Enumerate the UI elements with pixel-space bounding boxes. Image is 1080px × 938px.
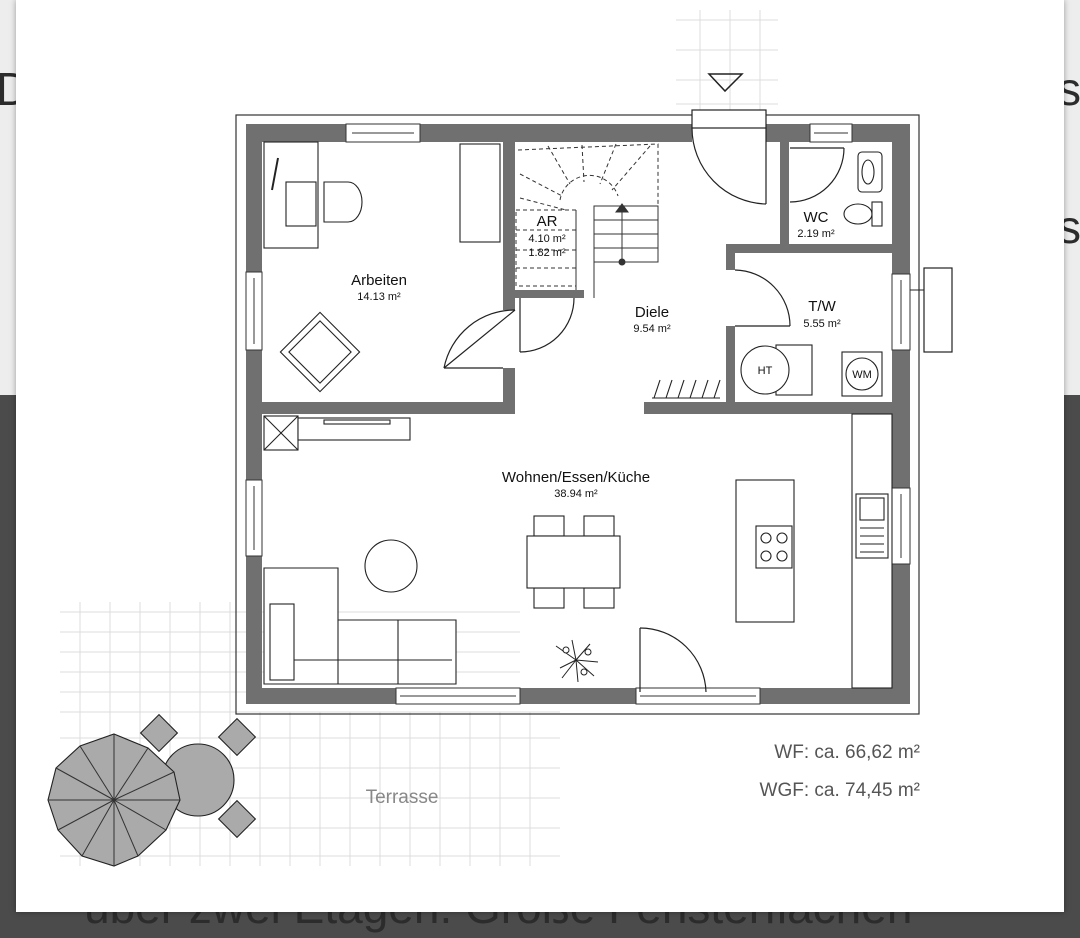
room-name-diele: Diele (635, 304, 669, 321)
room-name-wohnen: Wohnen/Essen/Küche (502, 469, 650, 486)
room-area-tw: 5.55 m² (803, 318, 841, 330)
coffee-table (364, 539, 418, 593)
room-name-arbeiten: Arbeiten (351, 272, 407, 289)
sofa (263, 567, 457, 685)
dining-chair (533, 587, 565, 609)
shelf (459, 143, 501, 243)
room-area-wohnen: 38.94 m² (554, 488, 598, 500)
doors (443, 109, 845, 693)
monitor (285, 181, 317, 227)
entrance-arrow-icon (707, 73, 744, 93)
dining-chair (583, 515, 615, 537)
gross-area-stat: WGF: ca. 74,45 m² (760, 780, 920, 801)
room-name-tw: T/W (808, 298, 836, 315)
toilet (843, 203, 873, 225)
plant-icon (555, 639, 599, 683)
floor-plan: Arbeiten 14.13 m² AR 4.10 m² 1.82 m² WC … (47, 10, 953, 867)
room-name-ar: AR (537, 213, 558, 230)
dining-chair (583, 587, 615, 609)
windows (245, 123, 911, 705)
cooktop (755, 525, 793, 569)
dining-chair (533, 515, 565, 537)
room-area-ar-2: 1.82 m² (528, 247, 566, 259)
living-area-stat: WF: ca. 66,62 m² (774, 742, 920, 763)
terrace-chair (217, 717, 257, 757)
room-area-ar-1: 4.10 m² (528, 233, 566, 245)
heating-unit (740, 345, 790, 395)
staircase (515, 143, 659, 298)
desk-chair (323, 181, 363, 223)
outer-outline (235, 114, 920, 715)
entry-grid (676, 10, 778, 110)
terrace-chair (139, 713, 179, 753)
walls (246, 124, 910, 704)
terrace-furniture (47, 713, 257, 867)
floor-plan-sheet: Arbeiten 14.13 m² AR 4.10 m² 1.82 m² WC … (16, 0, 1064, 912)
room-area-arbeiten: 14.13 m² (357, 291, 401, 303)
room-area-wc: 2.19 m² (797, 228, 835, 240)
room-area-diele: 9.54 m² (633, 323, 671, 335)
armchair (279, 311, 361, 393)
room-name-wc: WC (804, 209, 829, 226)
furniture (263, 141, 893, 689)
terrace-label: Terrasse (366, 787, 439, 808)
appliance-label-wm: WM (852, 369, 872, 381)
dining-table (526, 535, 621, 589)
terrace-chair (217, 799, 257, 839)
outdoor-unit (923, 267, 953, 353)
appliance-label-ht: HT (758, 365, 773, 377)
